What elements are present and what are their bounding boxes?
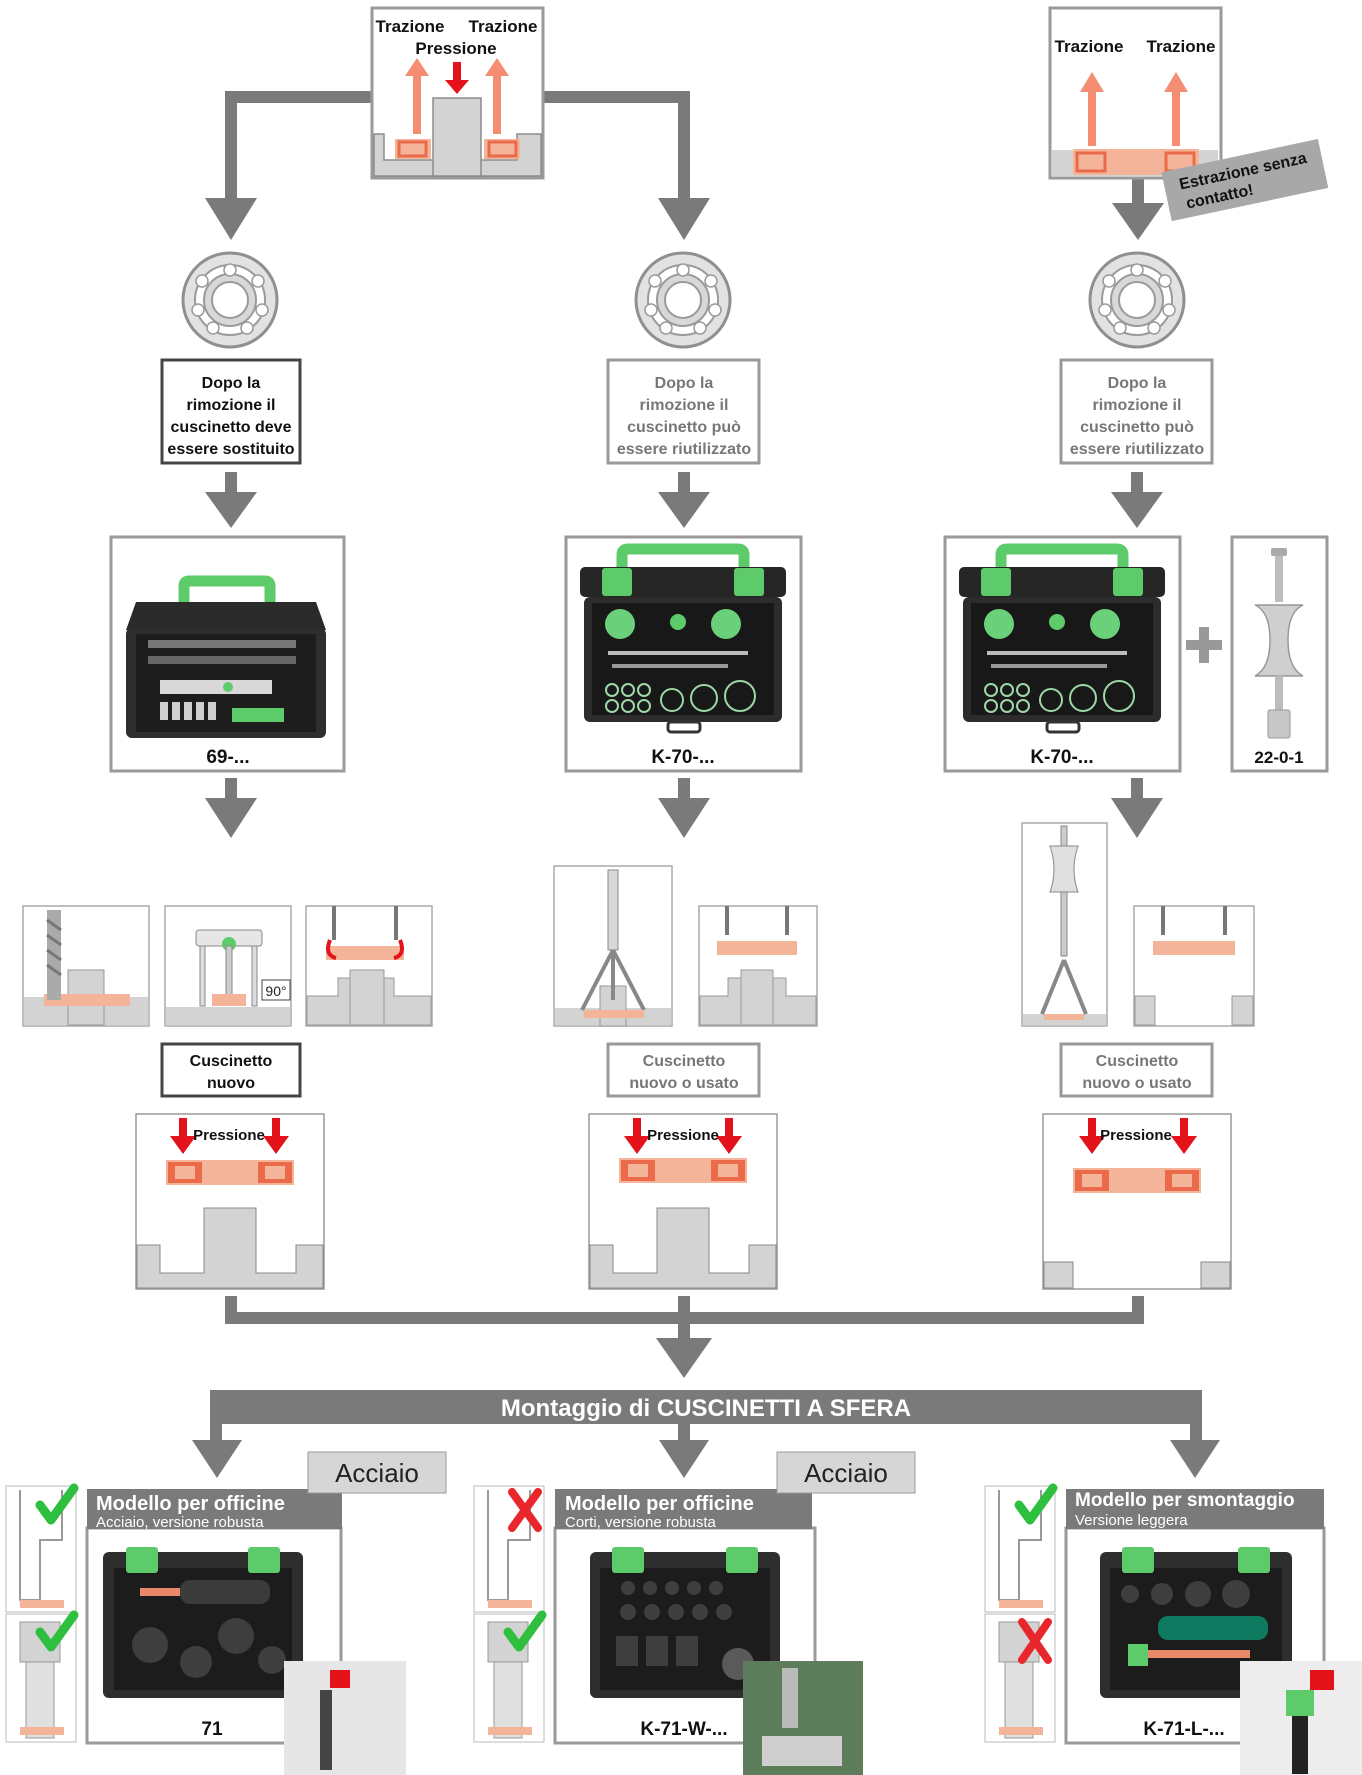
merge-lines bbox=[225, 1296, 1144, 1340]
check-mark-icon bbox=[35, 1610, 79, 1652]
check-mark-icon bbox=[503, 1610, 547, 1652]
status-line: essere sostituito bbox=[167, 441, 294, 458]
top-left-press-label: Pressione bbox=[415, 39, 496, 58]
method-slide-hammer-puller-panel bbox=[1021, 822, 1108, 1027]
bearing-label-line: nuovo o usato bbox=[629, 1075, 739, 1092]
method-puller-90-panel bbox=[164, 905, 292, 1027]
status-line: rimozione il bbox=[187, 397, 276, 414]
kit-card-k71l bbox=[1064, 1489, 1362, 1775]
status-box-replace: Dopo la rimozione il cuscinetto deve ess… bbox=[160, 358, 302, 465]
contactless-pull-diagram bbox=[1048, 6, 1223, 180]
check-mark-icon bbox=[1014, 1483, 1058, 1525]
status-line: Dopo la bbox=[202, 375, 261, 392]
kit-card-71 bbox=[85, 1451, 447, 1775]
status-line: essere riutilizzato bbox=[1070, 441, 1205, 458]
status-line: Dopo la bbox=[655, 375, 714, 392]
status-box-reuse-center: Dopo la rimozione il cuscinetto può esse… bbox=[606, 358, 761, 465]
pull-press-diagram bbox=[370, 6, 545, 180]
side-check-strip bbox=[984, 1485, 1056, 1743]
banner-title: Montaggio di CUSCINETTI A SFERA bbox=[501, 1395, 911, 1422]
top-right-pull-label-right: Trazione bbox=[1147, 37, 1216, 56]
bearing-label-line: Cuscinetto bbox=[1096, 1053, 1179, 1070]
product-code: 71 bbox=[201, 1719, 223, 1740]
side-check-strip bbox=[5, 1485, 77, 1743]
flow-arrows-mid bbox=[205, 472, 1163, 838]
product-kit-k70-center bbox=[564, 535, 803, 773]
status-line: cuscinetto deve bbox=[171, 419, 292, 436]
angle-label: 90° bbox=[265, 983, 286, 999]
card-subtitle: Acciaio, versione robusta bbox=[96, 1514, 264, 1531]
merge-arrowhead bbox=[656, 1338, 712, 1378]
status-line: essere riutilizzato bbox=[617, 441, 752, 458]
flow-lines-top bbox=[225, 91, 1144, 205]
top-left-pull-label-left: Trazione bbox=[376, 17, 445, 36]
slide-hammer-22-0-1 bbox=[1230, 535, 1329, 773]
card-title: Modello per officine bbox=[565, 1493, 754, 1515]
product-code: K-71-L-... bbox=[1143, 1719, 1224, 1740]
cross-mark-icon bbox=[1018, 1618, 1052, 1664]
plus-icon bbox=[1186, 627, 1222, 663]
assembly-banner bbox=[192, 1390, 1220, 1478]
kit-card-k71w bbox=[553, 1451, 916, 1775]
status-line: rimozione il bbox=[640, 397, 729, 414]
top-left-pull-label-right: Trazione bbox=[469, 17, 538, 36]
method-grip-panel bbox=[305, 905, 433, 1027]
side-check-strip bbox=[473, 1485, 545, 1743]
status-line: rimozione il bbox=[1093, 397, 1182, 414]
flow-arrowheads-top bbox=[205, 198, 1164, 240]
product-kit-k70-right bbox=[943, 535, 1182, 773]
method-drill-panel bbox=[22, 905, 150, 1027]
material-label: Acciaio bbox=[335, 1458, 419, 1488]
bearing-new-label: Cuscinetto nuovo bbox=[160, 1042, 302, 1098]
card-subtitle: Corti, versione robusta bbox=[565, 1514, 717, 1531]
press-fit-diagram bbox=[135, 1113, 325, 1290]
press-fit-diagram bbox=[588, 1113, 778, 1290]
material-label: Acciaio bbox=[804, 1458, 888, 1488]
product-code: K-70-... bbox=[651, 747, 714, 768]
card-title: Modello per officine bbox=[96, 1493, 285, 1515]
bearing-label-line: nuovo o usato bbox=[1082, 1075, 1192, 1092]
contactless-badge: Estrazione senza contatto! bbox=[1161, 138, 1329, 222]
product-code: K-71-W-... bbox=[640, 1719, 727, 1740]
method-grip-panel bbox=[698, 905, 818, 1027]
product-kit-69 bbox=[109, 535, 346, 773]
extra-product-code: 22-0-1 bbox=[1254, 748, 1303, 767]
method-grip-panel bbox=[1133, 905, 1255, 1027]
product-code: K-70-... bbox=[1030, 747, 1093, 768]
press-label: Pressione bbox=[1100, 1127, 1172, 1144]
press-fit-diagram bbox=[1042, 1113, 1232, 1290]
card-subtitle: Versione leggera bbox=[1075, 1512, 1188, 1529]
check-mark-icon bbox=[35, 1483, 79, 1525]
bearing-label-line: Cuscinetto bbox=[190, 1053, 273, 1070]
bearing-new-or-used-label: Cuscinetto nuovo o usato bbox=[606, 1042, 761, 1098]
bearing-label-line: Cuscinetto bbox=[643, 1053, 726, 1070]
cross-mark-icon bbox=[508, 1488, 542, 1532]
card-title: Modello per smontaggio bbox=[1075, 1490, 1295, 1511]
status-line: cuscinetto può bbox=[627, 419, 741, 436]
press-label: Pressione bbox=[647, 1127, 719, 1144]
bearing-label-line: nuovo bbox=[207, 1075, 255, 1092]
status-box-reuse-right: Dopo la rimozione il cuscinetto può esse… bbox=[1059, 358, 1214, 465]
bearing-new-or-used-label: Cuscinetto nuovo o usato bbox=[1059, 1042, 1214, 1098]
status-line: Dopo la bbox=[1108, 375, 1167, 392]
top-right-pull-label-left: Trazione bbox=[1055, 37, 1124, 56]
status-line: cuscinetto può bbox=[1080, 419, 1194, 436]
method-three-arm-puller-panel bbox=[553, 865, 673, 1027]
product-code: 69-... bbox=[206, 747, 249, 768]
press-label: Pressione bbox=[193, 1127, 265, 1144]
